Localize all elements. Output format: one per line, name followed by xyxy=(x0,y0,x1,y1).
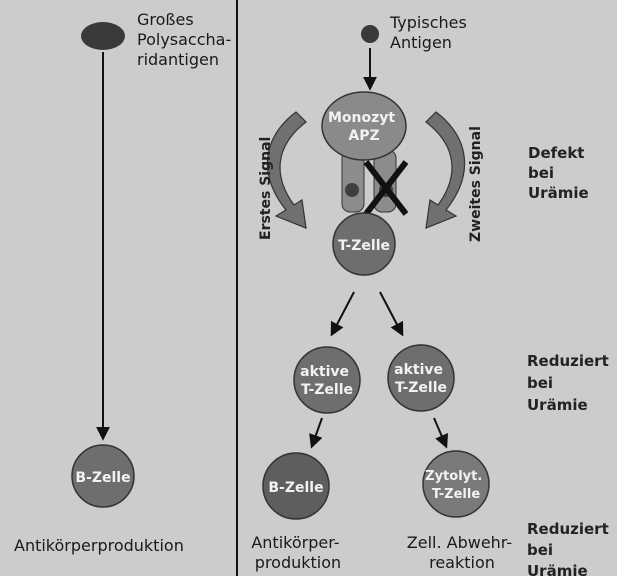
annotation-reduced-activation: Reduziert bei Urämie xyxy=(527,352,614,414)
left-output-label: Antikörperproduktion xyxy=(14,536,184,555)
active-left-to-b-cell-arrow xyxy=(312,418,322,446)
t-cell-label: T-Zelle xyxy=(338,238,390,254)
right-antigen-label: Typisches Antigen xyxy=(389,13,472,52)
active-t-cell-right xyxy=(388,345,454,411)
active-t-cell-left xyxy=(294,347,360,413)
left-b-cell-label: B-Zelle xyxy=(75,470,130,486)
right-output-cellular-label: Zell. Abwehr- reaktion xyxy=(407,533,517,572)
apc-monocyte xyxy=(322,92,406,160)
annotation-defect: Defekt bei Urämie xyxy=(528,144,590,202)
active-right-to-cytotoxic-arrow xyxy=(434,418,446,446)
left-antigen-label: Großes Polysaccha- ridantigen xyxy=(137,10,236,69)
first-signal-label: Erstes Signal xyxy=(258,137,274,240)
right-output-antibody-label: Antikörper- produktion xyxy=(251,533,344,572)
t-cell-to-active-left-arrow xyxy=(332,292,354,334)
right-b-cell-label: B-Zelle xyxy=(268,480,323,496)
annotation-reduced-effector: Reduziert bei Urämie xyxy=(527,520,614,576)
typical-antigen xyxy=(361,25,379,43)
second-signal-label: Zweites Signal xyxy=(468,126,484,242)
polysaccharide-antigen xyxy=(81,22,125,50)
second-signal-arrow xyxy=(426,112,465,228)
t-cell-to-active-right-arrow xyxy=(380,292,402,334)
cytotoxic-t-cell xyxy=(423,451,489,517)
co-receptor-left xyxy=(345,183,359,197)
